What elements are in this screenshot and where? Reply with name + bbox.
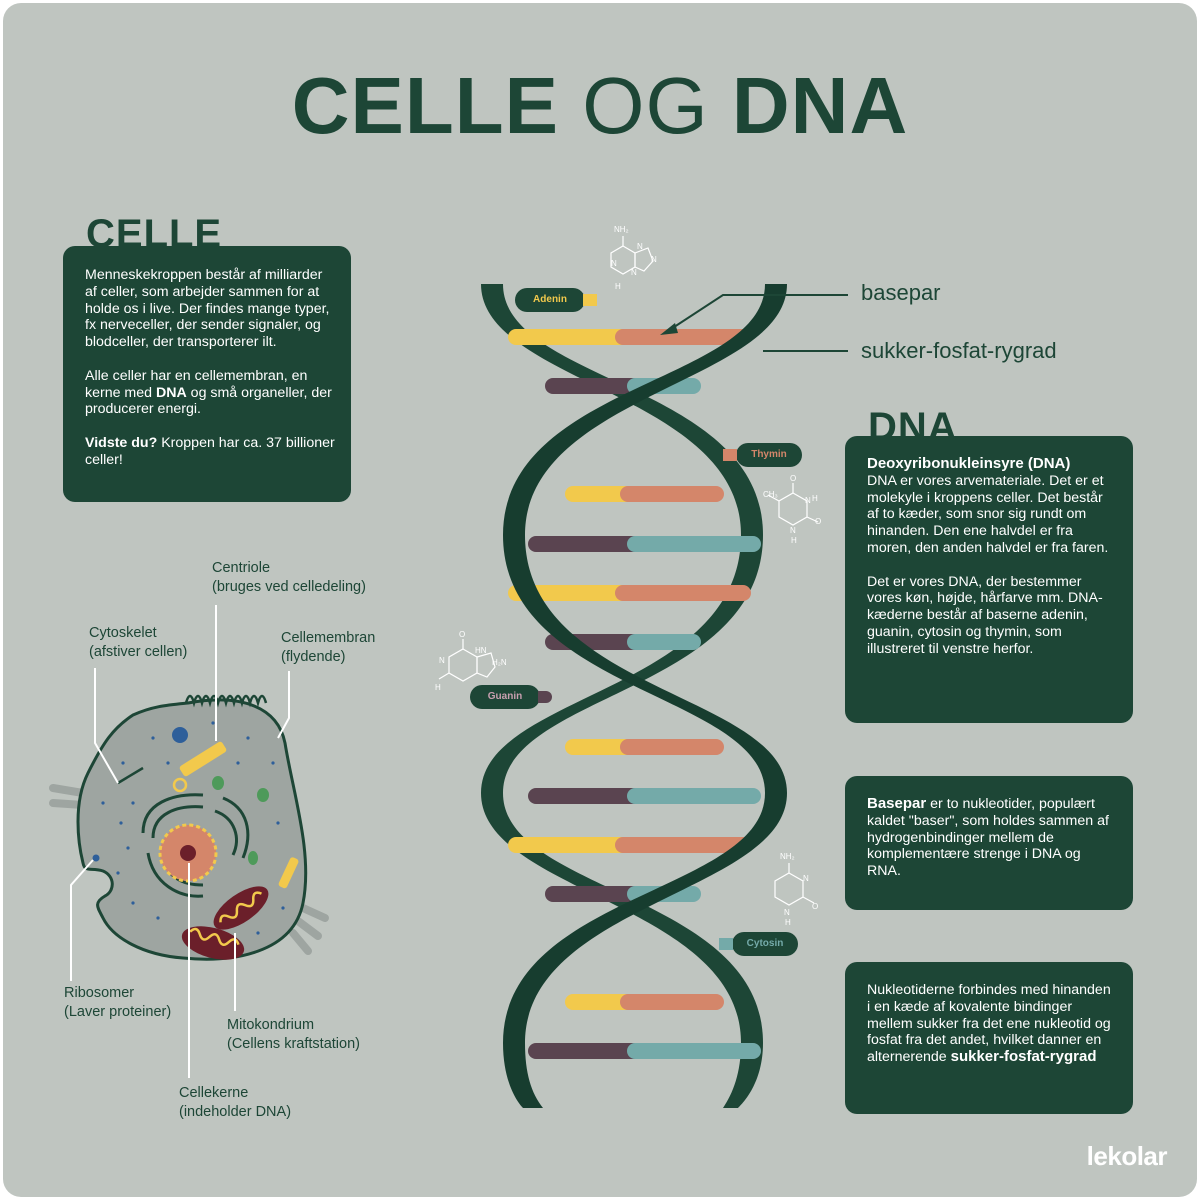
svg-text:N: N [651, 255, 657, 264]
cytosine-molecule [774, 863, 815, 906]
guanine-molecule [438, 639, 496, 682]
mitochondrion-label: Mitokondrium(Cellens kraftstation) [227, 1017, 360, 1052]
membrane-folds [184, 694, 268, 708]
svg-text:N: N [805, 496, 811, 505]
mitochondria [181, 886, 269, 960]
cytosine-pill: Cytosin [732, 932, 798, 956]
centriole [179, 741, 299, 889]
infographic: CELLE OG DNA CELLE Menneskekroppen bestå… [3, 3, 1197, 1197]
svg-text:N: N [631, 268, 637, 277]
thymine-tab [723, 449, 737, 461]
cytosine-tab [719, 938, 733, 950]
svg-text:NH₂: NH₂ [614, 225, 629, 234]
svg-text:N: N [784, 908, 790, 917]
centriole-label: Centriole(bruges ved celledeling) [212, 560, 366, 595]
cell-paragraph-1: Menneskekroppen består af milliarder af … [85, 267, 330, 351]
title-word-dna: DNA [731, 61, 909, 150]
svg-text:O: O [790, 474, 796, 483]
svg-text:N: N [790, 526, 796, 535]
svg-text:HN: HN [475, 646, 487, 655]
guanine-tab [538, 691, 552, 703]
svg-text:H: H [812, 494, 818, 503]
svg-text:N: N [611, 259, 617, 268]
page-title: CELLE OG DNA [3, 61, 1197, 151]
basepair-info-box: Basepar er to nukleotider, populært kald… [845, 776, 1133, 910]
lekolar-logo: lekolar [1086, 1141, 1168, 1171]
backbone-info-box: Nukleotiderne forbindes med hinanden i e… [845, 962, 1133, 1114]
guanine-pill: Guanin [470, 685, 540, 709]
cell-paragraph-2: Alle celler har en cellemembran, en kern… [85, 367, 332, 418]
dna-box-title: Deoxyribonukleinsyre (DNA) [867, 455, 1071, 472]
dna-paragraph-2: Det er vores DNA, der bestemmer vores kø… [867, 573, 1103, 657]
basepair-paragraph: Basepar er to nukleotider, populært kald… [867, 795, 1109, 880]
svg-text:O: O [815, 517, 821, 526]
adenine-pill: Adenin [515, 288, 585, 312]
adenine-tab [583, 294, 597, 306]
dna-info-box: Deoxyribonukleinsyre (DNA) DNA er vores … [845, 436, 1133, 723]
svg-text:H₂N: H₂N [492, 658, 507, 667]
nucleolus [180, 845, 196, 861]
cell-info-box: Menneskekroppen består af milliarder af … [63, 246, 351, 502]
ribosome-label: Ribosomer(Laver proteiner) [64, 985, 172, 1020]
svg-text:N: N [803, 874, 809, 883]
basepair-pointer [667, 294, 848, 332]
cell-callout-lines [70, 605, 290, 1078]
cytoskeleton-label: Cytoskelet(afstiver cellen) [89, 625, 188, 660]
cell-illustration [49, 605, 329, 1078]
svg-text:N: N [637, 242, 643, 251]
cell-membrane-label: Cellemembran(flydende) [281, 630, 376, 665]
svg-text:H: H [791, 536, 797, 545]
ribosome-dots [92, 721, 285, 935]
backbone-paragraph: Nukleotiderne forbindes med hinanden i e… [867, 982, 1111, 1066]
dna-paragraph-1: DNA er vores arvemateriale. Det er et mo… [867, 472, 1109, 556]
thymine-pill: Thymin [736, 443, 802, 467]
svg-text:CH₃: CH₃ [763, 490, 778, 499]
cell-shadow-spikes [49, 784, 329, 955]
svg-text:H: H [435, 683, 441, 692]
svg-text:O: O [459, 630, 465, 639]
adenine-molecule [610, 236, 654, 275]
svg-text:H: H [615, 282, 621, 291]
thymine-molecule [767, 483, 819, 526]
svg-text:N: N [439, 656, 445, 665]
title-word-og: OG [582, 61, 709, 150]
svg-text:O: O [812, 902, 818, 911]
backbone-label: sukker-fosfat-rygrad [861, 338, 1057, 363]
base-pairs [508, 329, 761, 1059]
cell-fact: Vidste du? Kroppen har ca. 37 billioner … [85, 434, 335, 468]
basepair-label: basepar [861, 280, 941, 305]
nucleus-label: Cellekerne(indeholder DNA) [179, 1085, 292, 1120]
svg-text:H: H [785, 918, 791, 927]
vesicle [172, 727, 188, 743]
title-word-celle: CELLE [291, 61, 559, 150]
svg-text:NH₂: NH₂ [780, 852, 795, 861]
